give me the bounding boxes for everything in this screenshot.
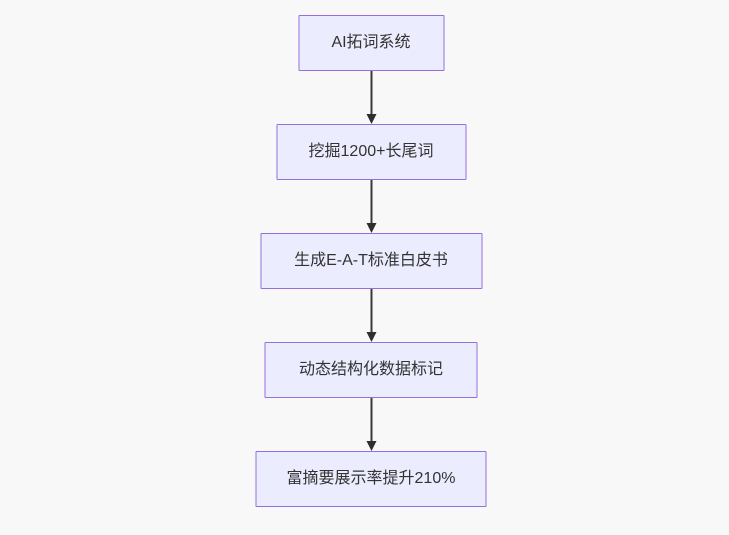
flowchart: AI拓词系统 挖掘1200+长尾词 生成E-A-T标准白皮书 动态结构化数据标记 — [255, 15, 487, 507]
flow-node-ai-system: AI拓词系统 — [298, 15, 444, 71]
flow-edge-1 — [366, 71, 376, 124]
flow-node-label: 生成E-A-T标准白皮书 — [294, 252, 448, 269]
flow-node-structured-data: 动态结构化数据标记 — [264, 342, 478, 398]
flow-node-label: 挖掘1200+长尾词 — [308, 143, 434, 160]
arrow-line — [370, 398, 372, 441]
arrow-down-icon — [366, 114, 376, 124]
arrow-down-icon — [366, 441, 376, 451]
arrow-line — [370, 180, 372, 223]
flow-node-eat-whitepaper: 生成E-A-T标准白皮书 — [260, 233, 482, 289]
flow-edge-4 — [366, 398, 376, 451]
flow-node-label: AI拓词系统 — [331, 34, 411, 51]
flow-node-label: 富摘要展示率提升210% — [286, 470, 456, 487]
flow-node-label: 动态结构化数据标记 — [298, 361, 443, 378]
flow-edge-3 — [366, 289, 376, 342]
flow-node-rich-snippet: 富摘要展示率提升210% — [255, 451, 487, 507]
arrow-line — [370, 71, 372, 114]
arrow-down-icon — [366, 332, 376, 342]
arrow-line — [370, 289, 372, 332]
flow-edge-2 — [366, 180, 376, 233]
flow-node-longtail-words: 挖掘1200+长尾词 — [276, 124, 466, 180]
arrow-down-icon — [366, 223, 376, 233]
